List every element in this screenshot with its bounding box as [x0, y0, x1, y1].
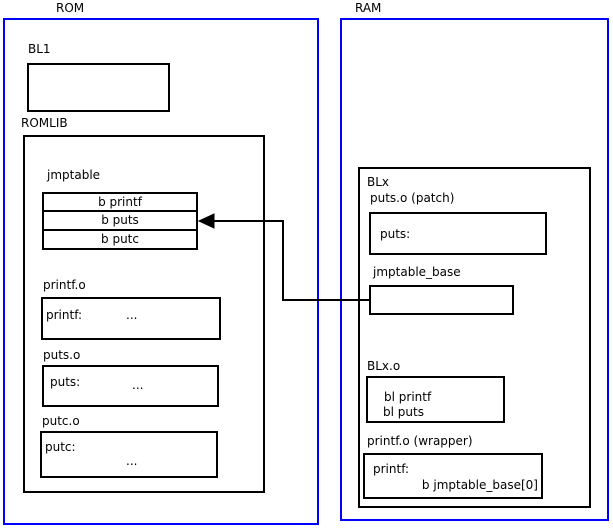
puts-patch-label: puts.o (patch) — [370, 191, 455, 205]
jmptable-base-label: jmptable_base — [373, 265, 461, 279]
puts-o-box: puts: ... — [42, 365, 219, 407]
printf-o-box: printf: ... — [41, 297, 221, 340]
printf-wrapper-box: printf: b jmptable_base[0] — [363, 453, 543, 499]
bl1-label: BL1 — [28, 42, 51, 56]
putc-o-label: putc.o — [42, 414, 80, 428]
puts-symbol: puts: — [50, 375, 81, 389]
jmptable-row-putc: b putc — [42, 229, 198, 250]
printf-o-label: printf.o — [43, 278, 86, 292]
putc-o-box: putc: ... — [40, 431, 218, 478]
puts-patch-box: puts: — [369, 212, 547, 255]
rom-region-title: ROM — [56, 1, 85, 15]
puts-body-dots: ... — [132, 378, 144, 392]
printf-wrapper-body: b jmptable_base[0] — [421, 478, 538, 492]
blx-o-line-puts: bl puts — [383, 405, 424, 419]
putc-body-dots: ... — [126, 454, 138, 468]
blx-o-label-text: BLx.o — [367, 359, 401, 373]
bl1-box — [27, 63, 170, 112]
printf-wrapper-symbol: printf: — [373, 462, 410, 476]
blx-label: BLx — [367, 175, 390, 189]
puts-o-label: puts.o — [43, 348, 81, 362]
jmptable-box: b printf b puts b putc — [42, 192, 198, 250]
jmptable-base-box — [369, 285, 514, 315]
ram-region-title: RAM — [355, 1, 382, 15]
printf-body-dots: ... — [126, 308, 138, 322]
jmptable-label: jmptable — [47, 168, 101, 182]
printf-wrapper-label: printf.o (wrapper) — [367, 434, 473, 448]
jmptable-row-printf: b printf — [42, 192, 198, 212]
puts-patch-symbol: puts: — [380, 227, 411, 241]
romlib-label: ROMLIB — [21, 116, 68, 130]
blx-o-line-printf: bl printf — [384, 390, 432, 404]
putc-symbol: putc: — [45, 440, 76, 454]
jmptable-row-puts: b puts — [42, 210, 198, 231]
blx-o-box: bl printf bl puts — [366, 376, 505, 423]
printf-symbol: printf: — [46, 308, 83, 322]
